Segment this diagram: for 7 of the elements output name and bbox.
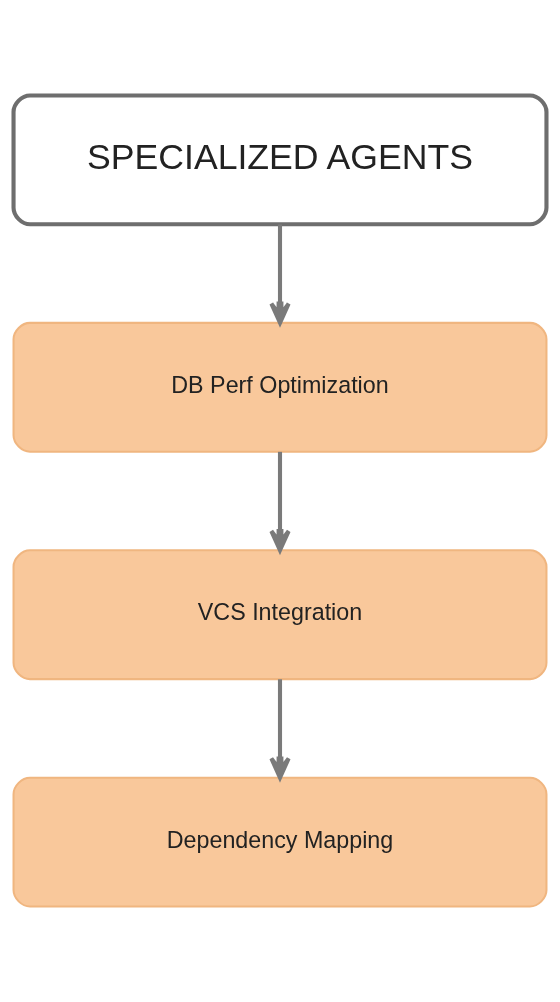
arrow: [269, 679, 291, 780]
node-box: SPECIALIZED AGENTS: [11, 93, 549, 227]
node-box: DB Perf Optimization: [12, 321, 548, 453]
node-box: Dependency Mapping: [12, 776, 548, 908]
arrow: [269, 224, 291, 325]
node-box: VCS Integration: [12, 549, 548, 681]
arrow: [269, 451, 291, 553]
